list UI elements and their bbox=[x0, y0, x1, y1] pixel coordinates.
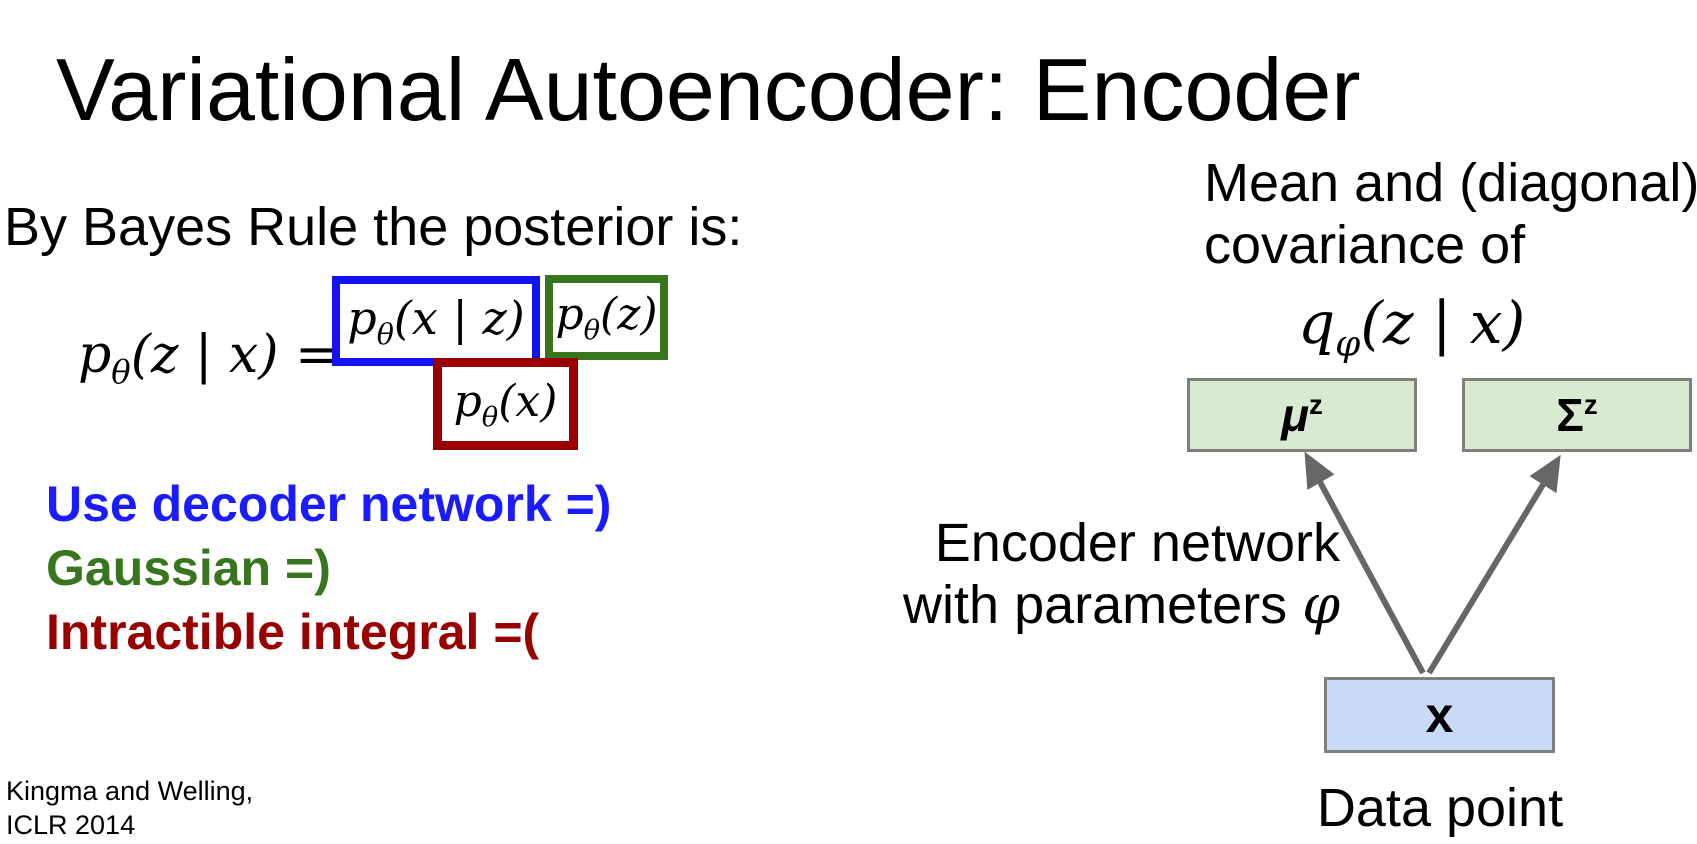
mean-covariance-caption-line2: covariance of bbox=[1204, 215, 1526, 275]
evidence-sub-theta: θ bbox=[481, 401, 499, 433]
arrow-to-sigma-shaft bbox=[1426, 481, 1547, 675]
q-sub-phi: φ bbox=[1335, 323, 1361, 365]
citation-venue: ICLR 2014 bbox=[6, 810, 136, 840]
mean-covariance-caption-line1: Mean and (diagonal) bbox=[1204, 153, 1697, 213]
prior-sub-theta: θ bbox=[583, 314, 601, 346]
arrow-to-mu-head bbox=[1304, 451, 1335, 490]
posterior-base: p bbox=[78, 325, 112, 385]
prior-term: pθ(z) bbox=[555, 289, 657, 346]
bullet-intractible-integral: Intractible integral =( bbox=[46, 604, 540, 660]
likelihood-term-box: pθ(x | z) bbox=[332, 276, 540, 366]
x-symbol: x bbox=[1425, 687, 1454, 743]
bullet-gaussian: Gaussian =) bbox=[46, 540, 331, 596]
mean-covariance-caption: Mean and (diagonal) covariance of bbox=[1204, 152, 1697, 276]
encoder-caption-line1: Encoder network bbox=[934, 513, 1340, 573]
approx-posterior-formula: qφ(z | x) bbox=[1298, 288, 1525, 380]
prior-term-box: pθ(z) bbox=[545, 275, 668, 360]
encoder-network-caption: Encoder network with parameters φ bbox=[780, 512, 1340, 636]
bullet-decoder-network: Use decoder network =) bbox=[46, 476, 612, 532]
likelihood-term: pθ(x | z) bbox=[347, 291, 524, 351]
citation-authors: Kingma and Welling, bbox=[6, 776, 254, 806]
posterior-formula-lhs: pθ(z | x) = bbox=[78, 324, 339, 403]
q-base: q bbox=[1298, 289, 1336, 357]
slide-title: Variational Autoencoder: Encoder bbox=[56, 40, 1361, 139]
evidence-rest: (x) bbox=[498, 375, 558, 427]
q-rest: (z | x) bbox=[1360, 289, 1526, 357]
likelihood-base: p bbox=[347, 290, 377, 345]
bayes-rule-intro: By Bayes Rule the posterior is: bbox=[4, 197, 743, 257]
evidence-base: p bbox=[453, 375, 482, 427]
conclusion-list: Use decoder network =) Gaussian =) Intra… bbox=[46, 472, 611, 664]
likelihood-rest: (x | z) bbox=[393, 290, 525, 345]
posterior-sub-theta: θ bbox=[111, 353, 131, 392]
prior-base: p bbox=[555, 289, 584, 341]
evidence-term: pθ(x) bbox=[454, 376, 558, 433]
sigma-symbol: Σ bbox=[1556, 389, 1584, 441]
encoder-caption-line2: with parameters φ bbox=[780, 574, 1340, 636]
mu-symbol: μ bbox=[1281, 389, 1309, 441]
data-point-caption: Data point bbox=[1316, 778, 1564, 838]
prior-rest: (z) bbox=[600, 289, 658, 341]
citation: Kingma and Welling, ICLR 2014 bbox=[6, 774, 253, 842]
encoder-caption-line2-text: with parameters bbox=[903, 575, 1303, 635]
phi-symbol: φ bbox=[1302, 573, 1340, 636]
arrow-to-mu-shaft bbox=[1317, 480, 1426, 675]
posterior-rest: (z | x) = bbox=[130, 325, 339, 385]
data-node-box: x bbox=[1324, 677, 1555, 753]
likelihood-sub-theta: θ bbox=[376, 318, 394, 352]
evidence-term-box: pθ(x) bbox=[433, 358, 578, 450]
arrow-to-sigma-head bbox=[1529, 454, 1561, 494]
